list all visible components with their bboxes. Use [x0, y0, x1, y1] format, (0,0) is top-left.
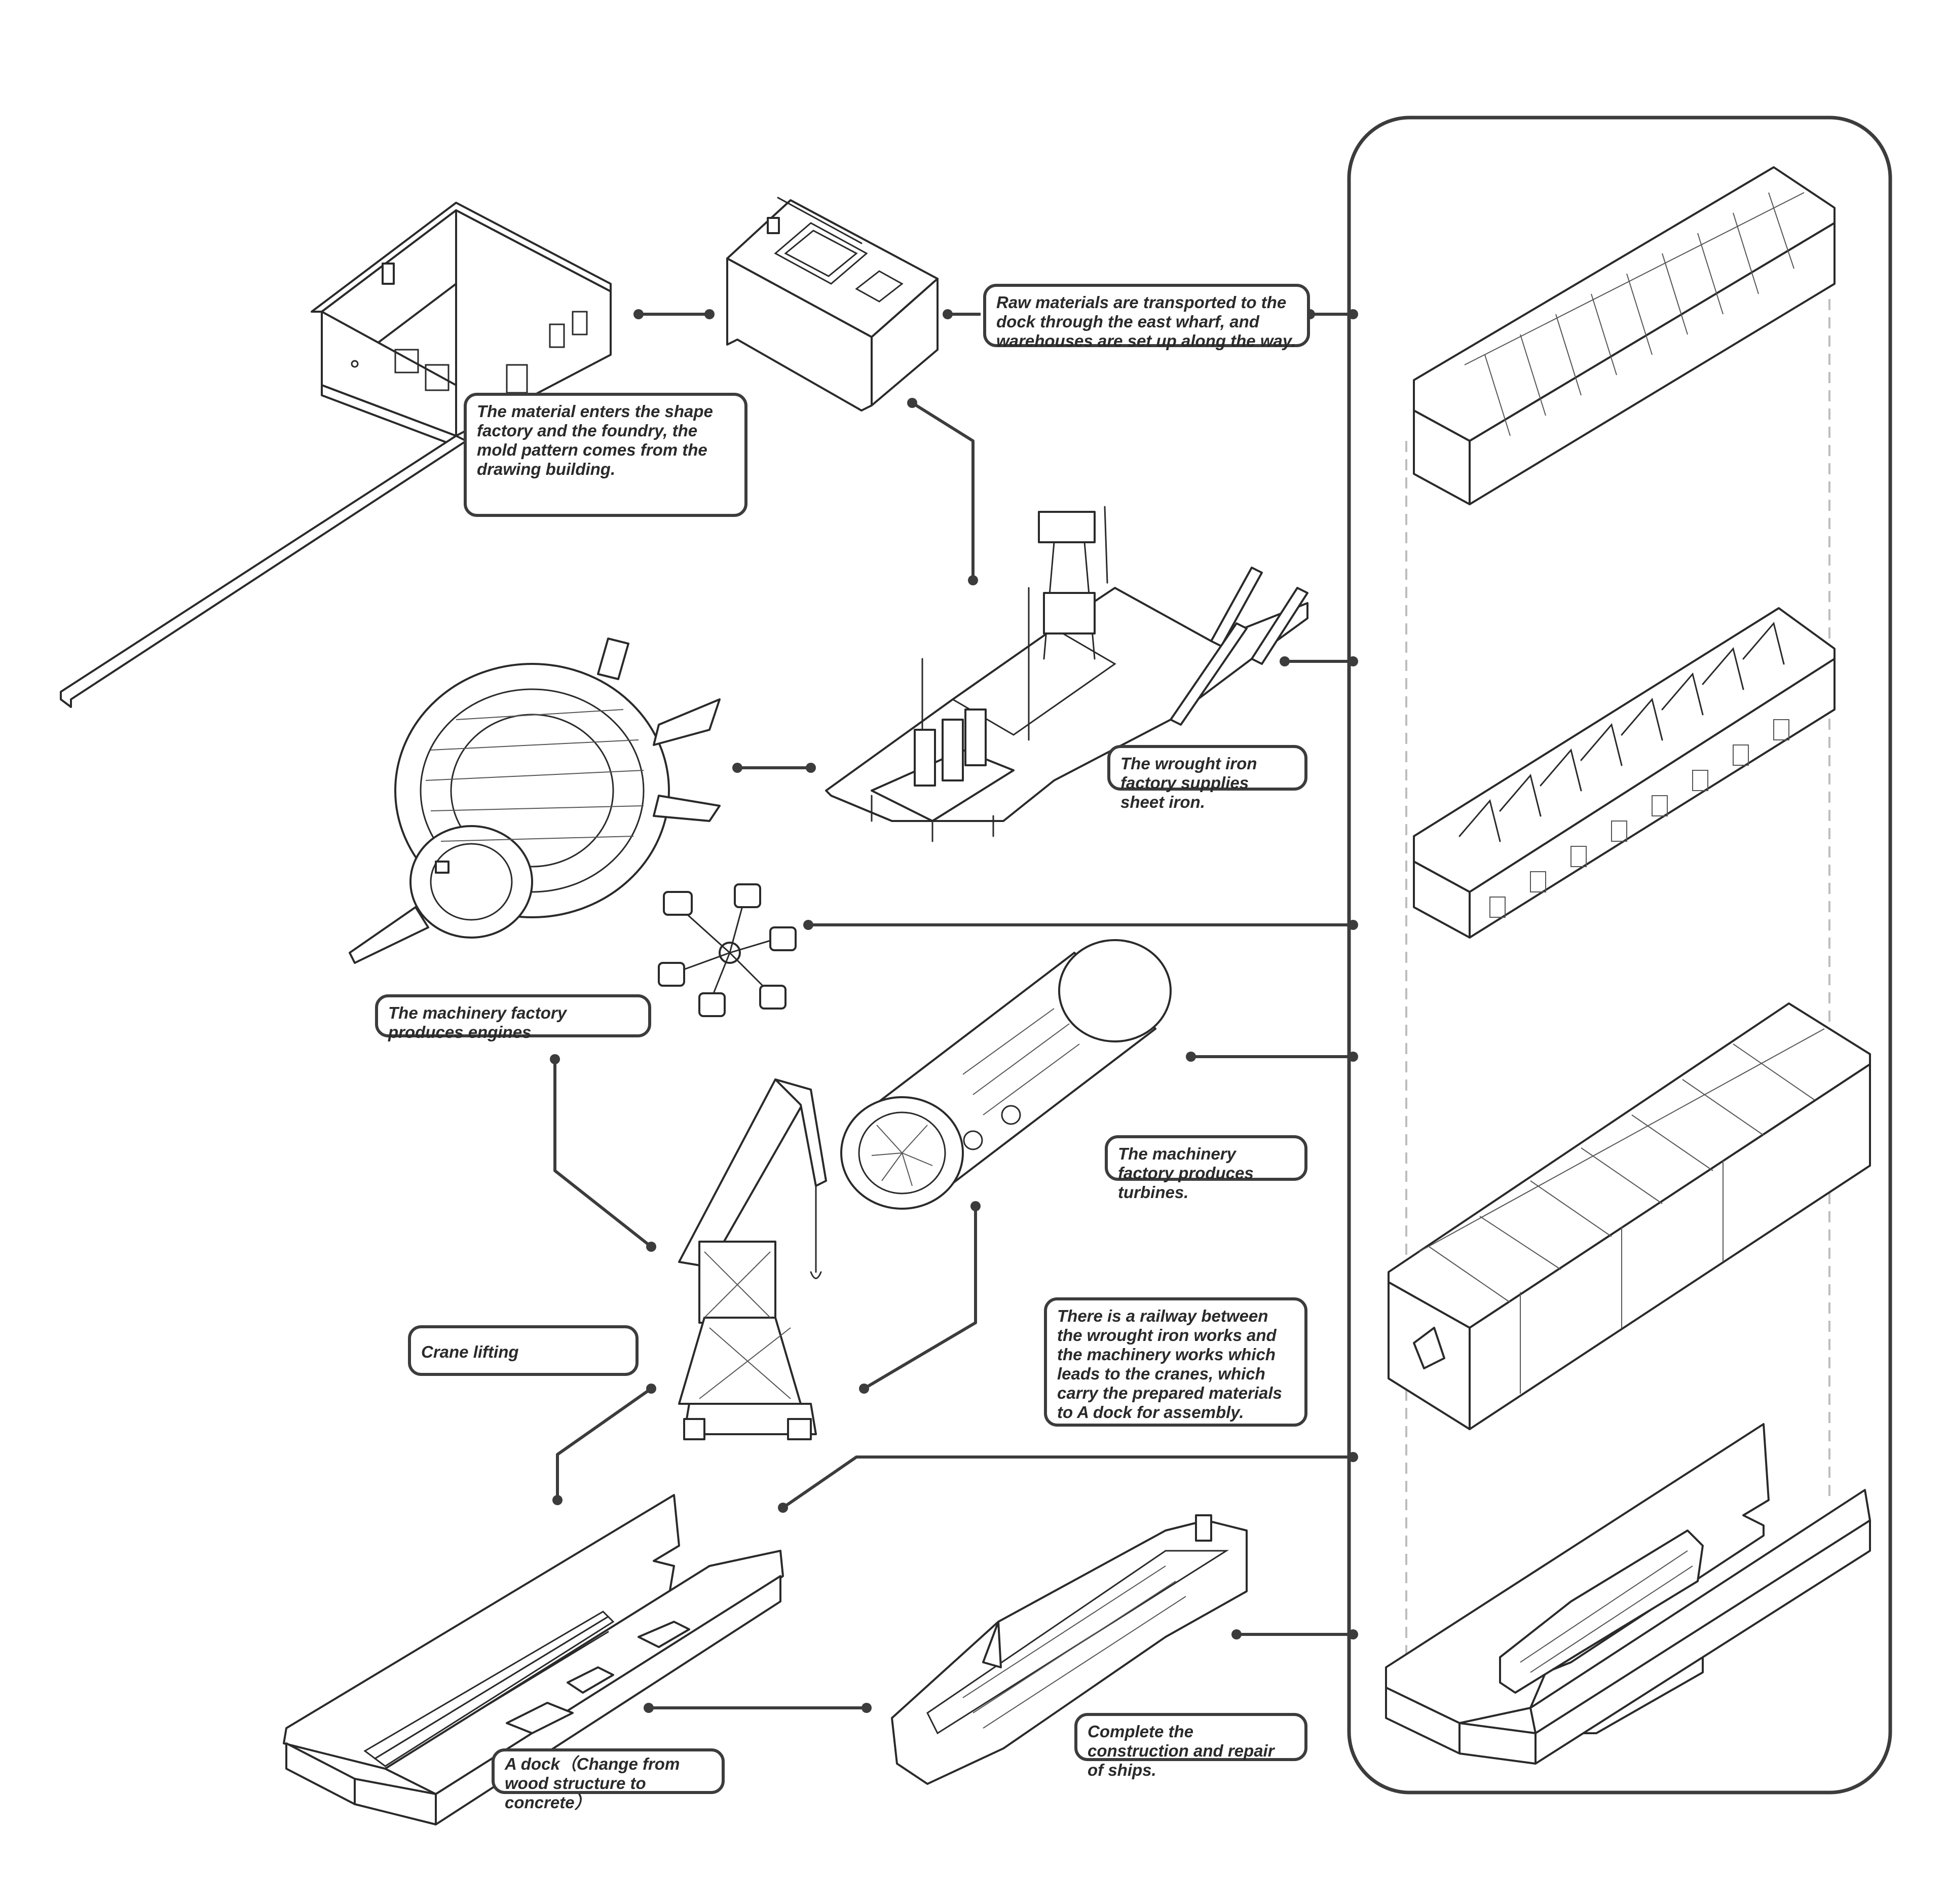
- dry-dock-with-ship: [1385, 1423, 1871, 1765]
- label-a-dock: A dock（Change from wood structure to con…: [492, 1748, 725, 1812]
- piston-assembly: [658, 883, 797, 1017]
- workshops-panel: [1347, 116, 1892, 1795]
- label-crane: Crane lifting: [408, 1325, 639, 1376]
- gable-hall: [1388, 1002, 1871, 1430]
- connector-lines: [553, 313, 1349, 1709]
- label-ships: Complete the construction and repair of …: [1074, 1713, 1307, 1779]
- label-raw-materials: Raw materials are transported to the doc…: [983, 284, 1310, 350]
- long-shed-arched: [1413, 166, 1836, 505]
- label-engines: The machinery factory produces engines: [375, 994, 651, 1041]
- drawing-desk: [726, 197, 939, 412]
- ship: [891, 1514, 1248, 1785]
- crane: [678, 1078, 827, 1440]
- panel-dashed-guides: [1405, 299, 1830, 1657]
- wrought-iron-factory: [825, 506, 1308, 842]
- drawing-office-house: [60, 202, 612, 708]
- sawtooth-workshop: [1413, 607, 1836, 939]
- label-wrought-iron: The wrought iron factory supplies sheet …: [1107, 745, 1307, 811]
- a-dock: [283, 1494, 784, 1825]
- connector-dots: [550, 309, 1358, 1713]
- radial-engine: [349, 638, 721, 964]
- turbine: [840, 939, 1172, 1210]
- label-railway: There is a railway between the wrought i…: [1044, 1297, 1307, 1427]
- label-shape-factory: The material enters the shape factory an…: [464, 393, 747, 517]
- label-turbines: The machinery factory produces turbines.: [1105, 1135, 1307, 1202]
